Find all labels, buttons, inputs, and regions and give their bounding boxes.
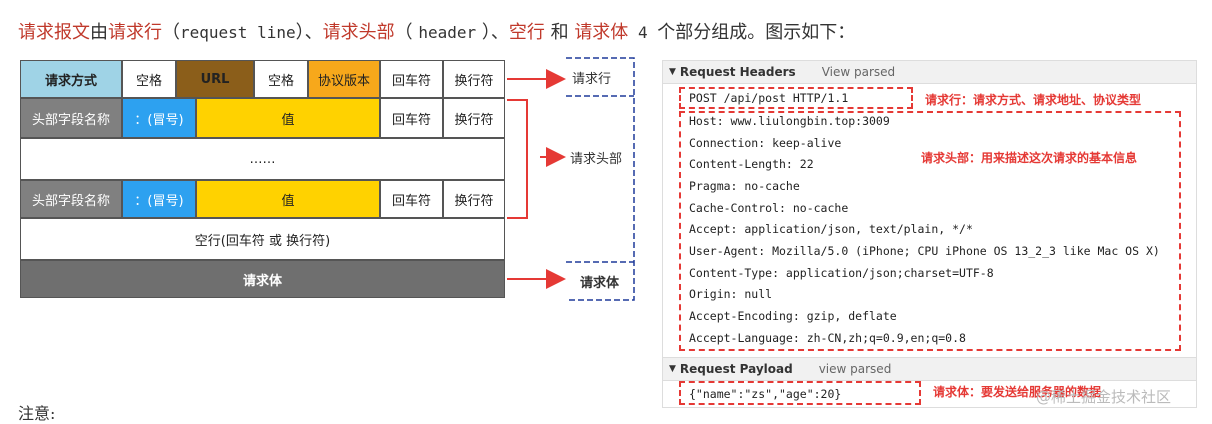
intro-sentence: 请求报文由请求行（request line）、请求头部（ header ）、空行… [18,22,856,43]
header-line: Connection: keep-alive [689,136,842,150]
bracket-headers [507,99,528,219]
request-headers-title: Request Headers [679,65,796,79]
request-headers-section[interactable]: ▼ Request Headers View parsed [663,61,1196,84]
request-payload-section[interactable]: ▼ Request Payload view parsed [663,357,1196,381]
triangle-down-icon: ▼ [669,67,676,77]
header-line: Accept-Language: zh-CN,zh;q=0.9,en;q=0.8 [689,331,966,345]
header-line: Cache-Control: no-cache [689,201,849,215]
cell-method: 请求方式 [20,60,122,98]
annotation-box-headers [679,111,1181,351]
label-request-line: 请求行 [572,72,612,87]
cell-cr: 回车符 [380,180,443,218]
label-request-headers: 请求头部 [570,152,623,167]
cell-request-body: 请求体 [20,260,505,298]
annotation-headers: 请求头部：用来描述这次请求的基本信息 [921,151,1138,165]
cell-lf: 换行符 [443,180,505,218]
header-line: Accept-Encoding: gzip, deflate [689,309,897,323]
cell-space: 空格 [122,60,176,98]
cell-protocol: 协议版本 [308,60,380,98]
intro-request-message: 请求报文 [18,22,90,43]
header-line: Host: www.liulongbin.top:3009 [689,114,890,128]
cell-blank-line: 空行(回车符 或 换行符) [20,218,505,260]
request-payload-title: Request Payload [679,362,793,376]
connector-arrows [507,57,635,301]
header-line: Accept: application/json, text/plain, */… [689,222,973,236]
devtools-panel: ▼ Request Headers View parsed POST /api/… [662,60,1197,408]
annotation-body: 请求体：要发送给服务器的数据 [933,385,1102,399]
header-line: Pragma: no-cache [689,179,800,193]
header-line: Origin: null [689,287,773,301]
annotation-request-line: 请求行：请求方式、请求地址、协议类型 [925,93,1142,107]
cell-url: URL [176,60,254,98]
cell-header-name: 头部字段名称 [20,180,122,218]
header-line: Content-Length: 22 [689,157,814,171]
annotation-box-request-line [679,87,913,109]
cell-colon: ：(冒号) [122,98,196,138]
header-line: User-Agent: Mozilla/5.0 (iPhone; CPU iPh… [689,244,1160,258]
cell-value: 值 [196,98,380,138]
view-parsed-link[interactable]: view parsed [818,362,892,376]
cell-lf: 换行符 [443,60,505,98]
cell-lf: 换行符 [443,98,505,138]
cell-value: 值 [196,180,380,218]
note-heading: 注意: [18,404,56,423]
annotation-box-body [679,381,921,405]
cell-cr: 回车符 [380,98,443,138]
header-line: Content-Type: application/json;charset=U… [689,266,994,280]
cell-colon: ：(冒号) [122,180,196,218]
watermark: @稀土掘金技术社区 [1036,388,1172,406]
cell-cr: 回车符 [380,60,443,98]
label-request-body: 请求体 [580,276,620,291]
payload-text: {"name":"zs","age":20} [689,387,842,401]
view-parsed-link[interactable]: View parsed [821,65,896,79]
cell-space: 空格 [254,60,308,98]
cell-header-name: 头部字段名称 [20,98,122,138]
request-line-text: POST /api/post HTTP/1.1 [689,91,849,105]
triangle-down-icon: ▼ [669,364,676,374]
cell-ellipsis: …… [20,138,505,180]
